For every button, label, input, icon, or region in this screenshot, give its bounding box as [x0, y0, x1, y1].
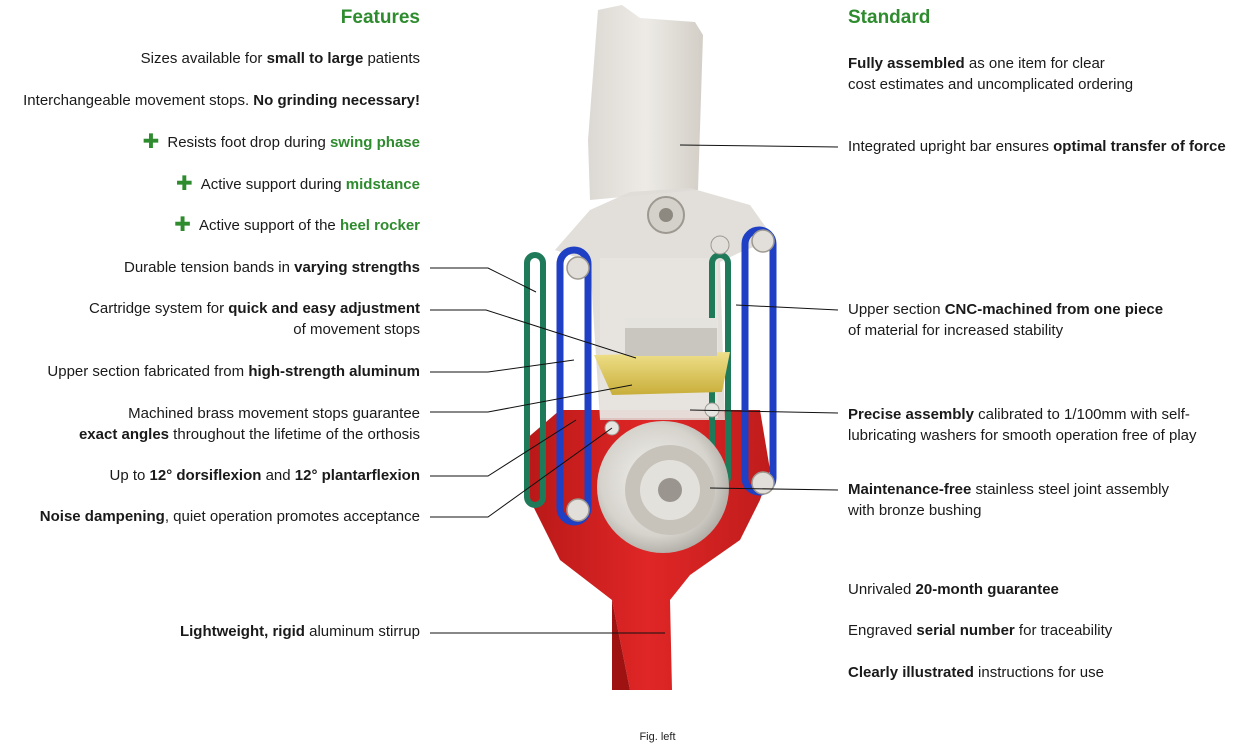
- joint-disc: [597, 421, 729, 553]
- label-text: Interchangeable movement stops.: [23, 92, 254, 109]
- label-text: Active support during: [200, 176, 346, 193]
- label-text: heel rocker: [339, 217, 420, 234]
- standard-heading: Standard: [848, 7, 931, 28]
- label-text: Durable tension bands in: [124, 259, 295, 276]
- feature-label: Upper section fabricated from high-stren…: [47, 362, 420, 383]
- label-text: Clearly illustrated: [848, 664, 974, 681]
- brass-movement-stop: [594, 318, 730, 395]
- label-text: cost estimates and uncomplicated orderin…: [848, 75, 1134, 93]
- label-text: varying strengths: [294, 259, 420, 276]
- label-text: Noise dampening: [39, 508, 165, 525]
- figure-caption: Fig. left: [639, 731, 676, 743]
- label-text: exact angles: [78, 425, 170, 443]
- label-text: instructions for use: [973, 664, 1104, 681]
- label-text: Upper section: [848, 301, 945, 318]
- label-text: Active support of the: [199, 217, 340, 234]
- standard-label: Upper section CNC-machined from one piec…: [848, 300, 1163, 341]
- label-text: CNC-machined from one piece: [944, 301, 1164, 318]
- label-text: of material for increased stability: [848, 321, 1064, 339]
- label-text: high-strength aluminum: [248, 363, 420, 380]
- label-text: Lightweight, rigid: [179, 623, 305, 640]
- label-text: midstance: [345, 176, 420, 193]
- label-text: Up to: [109, 467, 150, 484]
- features-heading: Features: [340, 7, 420, 28]
- feature-label: ✚ Resists foot drop during swing phase: [143, 132, 420, 154]
- plus-icon: ✚: [174, 214, 192, 236]
- label-text: 12° dorsiflexion: [149, 467, 262, 484]
- feature-label: ✚ Active support of the heel rocker: [174, 215, 420, 237]
- label-text: optimal transfer of force: [1053, 138, 1226, 155]
- label-text: stainless steel joint assembly: [971, 481, 1169, 498]
- standard-label: Fully assembled as one item for clear cos…: [848, 54, 1133, 95]
- feature-label: Cartridge system for quick and easy adju…: [89, 299, 420, 340]
- upright-bar: [588, 5, 703, 200]
- plus-icon: ✚: [142, 131, 160, 153]
- label-text: as one item for clear: [964, 55, 1105, 72]
- label-text: small to large: [266, 50, 364, 67]
- label-text: of movement stops: [293, 320, 420, 338]
- leader-lines: [430, 144, 839, 634]
- label-text: Cartridge system for: [89, 300, 229, 317]
- label-text: Machined brass movement stops guarantee: [128, 405, 420, 422]
- label-text: for traceability: [1014, 622, 1113, 639]
- feature-label: ✚ Active support during midstance: [176, 174, 420, 196]
- label-text: calibrated to 1/100mm with self-: [973, 406, 1190, 423]
- label-text: Upper section fabricated from: [47, 363, 249, 380]
- label-text: serial number: [916, 622, 1015, 639]
- label-text: with bronze bushing: [848, 501, 982, 519]
- standard-label: Precise assembly calibrated to 1/100mm w…: [848, 405, 1197, 446]
- label-text: quick and easy adjustment: [228, 300, 420, 317]
- label-text: 20-month guarantee: [915, 581, 1059, 598]
- feature-label: Interchangeable movement stops. No grind…: [23, 91, 420, 112]
- feature-label: Noise dampening, quiet operation promote…: [40, 507, 420, 528]
- standard-label: Integrated upright bar ensures optimal t…: [848, 137, 1226, 158]
- label-text: , quiet operation promotes acceptance: [164, 508, 420, 525]
- label-text: No grinding necessary!: [253, 92, 420, 109]
- standard-label: Engraved serial number for traceability: [848, 621, 1112, 642]
- label-text: Sizes available for: [140, 50, 267, 67]
- plus-icon: ✚: [175, 173, 193, 195]
- label-text: Engraved: [848, 622, 917, 639]
- label-text: throughout the lifetime of the orthosis: [169, 425, 420, 443]
- label-text: lubricating washers for smooth operation…: [848, 426, 1197, 444]
- label-text: and: [261, 467, 295, 484]
- standard-label: Clearly illustrated instructions for use: [848, 663, 1104, 684]
- label-text: patients: [363, 50, 420, 67]
- feature-label: Lightweight, rigid aluminum stirrup: [180, 622, 420, 643]
- standard-label: Unrivaled 20-month guarantee: [848, 580, 1059, 601]
- label-text: 12° plantarflexion: [294, 467, 420, 484]
- feature-label: Durable tension bands in varying strengt…: [124, 258, 420, 279]
- label-text: Maintenance-free: [848, 481, 972, 498]
- label-text: Unrivaled: [848, 581, 916, 598]
- feature-label: Up to 12° dorsiflexion and 12° plantarfl…: [110, 466, 420, 487]
- label-text: Resists foot drop during: [167, 134, 330, 151]
- standard-label: Maintenance-free stainless steel joint a…: [848, 480, 1169, 521]
- feature-label: Sizes available for small to large patie…: [141, 49, 420, 70]
- label-text: swing phase: [329, 134, 420, 151]
- feature-label: Machined brass movement stops guarantee e…: [79, 404, 420, 445]
- label-text: Precise assembly: [848, 406, 974, 423]
- label-text: Fully assembled: [848, 55, 965, 72]
- label-text: aluminum stirrup: [304, 623, 420, 640]
- label-text: Integrated upright bar ensures: [848, 138, 1054, 155]
